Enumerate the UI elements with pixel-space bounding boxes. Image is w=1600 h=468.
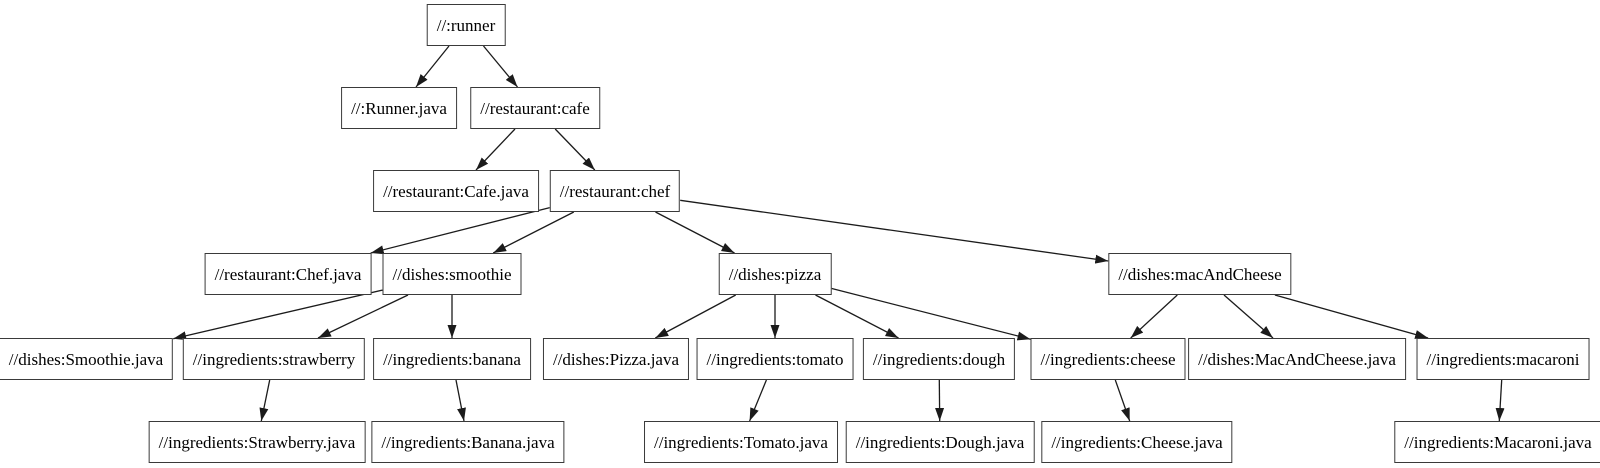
edge-mac-and-cheese-to-mac-and-cheese-java — [1223, 294, 1274, 339]
graph-node-mac-and-cheese: //dishes:macAndCheese — [1108, 253, 1292, 295]
edge-pizza-to-dough — [815, 294, 899, 339]
graph-node-chef-java: //restaurant:Chef.java — [204, 253, 372, 295]
graph-node-runner: //:runner — [426, 4, 506, 46]
edge-pizza-to-pizza-java — [654, 294, 737, 339]
edge-smoothie-to-strawberry — [317, 294, 409, 339]
edge-chef-to-chef-java — [370, 206, 550, 255]
graph-node-runner-java: //:Runner.java — [341, 87, 457, 129]
graph-node-cheese: //ingredients:cheese — [1030, 338, 1186, 380]
graph-node-cheese-java: //ingredients:Cheese.java — [1041, 421, 1233, 463]
edge-banana-to-banana-java — [455, 379, 466, 422]
edge-chef-to-pizza — [655, 211, 735, 254]
graph-node-pizza-java: //dishes:Pizza.java — [542, 338, 690, 380]
edge-smoothie-to-smoothie-java — [173, 289, 383, 341]
edge-cheese-to-cheese-java — [1114, 379, 1131, 422]
edge-cafe-to-cafe-java — [475, 128, 516, 171]
graph-node-tomato: //ingredients:tomato — [696, 338, 854, 380]
graph-node-strawberry: //ingredients:strawberry — [182, 338, 366, 380]
edge-runner-to-runner-java — [415, 45, 450, 88]
graph-node-cafe: //restaurant:cafe — [470, 87, 600, 129]
graph-node-pizza: //dishes:pizza — [718, 253, 832, 295]
edge-tomato-to-tomato-java — [748, 379, 768, 422]
graph-node-banana: //ingredients:banana — [373, 338, 531, 380]
edge-mac-and-cheese-to-macaroni — [1274, 294, 1429, 339]
graph-node-cafe-java: //restaurant:Cafe.java — [373, 170, 539, 212]
edge-macaroni-to-macaroni-java — [1495, 379, 1505, 422]
graph-node-macaroni: //ingredients:macaroni — [1416, 338, 1590, 380]
graph-node-smoothie: //dishes:smoothie — [382, 253, 522, 295]
graph-node-macaroni-java: //ingredients:Macaroni.java — [1394, 421, 1600, 463]
edge-runner-to-cafe — [482, 45, 519, 88]
graph-node-mac-and-cheese-java: //dishes:MacAndCheese.java — [1188, 338, 1406, 380]
graph-node-smoothie-java: //dishes:Smoothie.java — [0, 338, 174, 380]
edge-chef-to-mac-and-cheese — [680, 199, 1109, 264]
graph-node-strawberry-java: //ingredients:Strawberry.java — [148, 421, 366, 463]
edge-mac-and-cheese-to-cheese — [1130, 294, 1178, 339]
edge-cafe-to-chef — [554, 128, 596, 171]
graph-node-dough: //ingredients:dough — [862, 338, 1016, 380]
edge-strawberry-to-strawberry-java — [259, 379, 271, 422]
edge-pizza-to-cheese — [831, 287, 1031, 341]
graph-node-chef: //restaurant:chef — [549, 170, 681, 212]
edge-chef-to-smoothie — [492, 211, 575, 254]
graph-node-banana-java: //ingredients:Banana.java — [371, 421, 565, 463]
graph-node-dough-java: //ingredients:Dough.java — [845, 421, 1035, 463]
graph-node-tomato-java: //ingredients:Tomato.java — [644, 421, 838, 463]
edge-group — [173, 45, 1505, 422]
